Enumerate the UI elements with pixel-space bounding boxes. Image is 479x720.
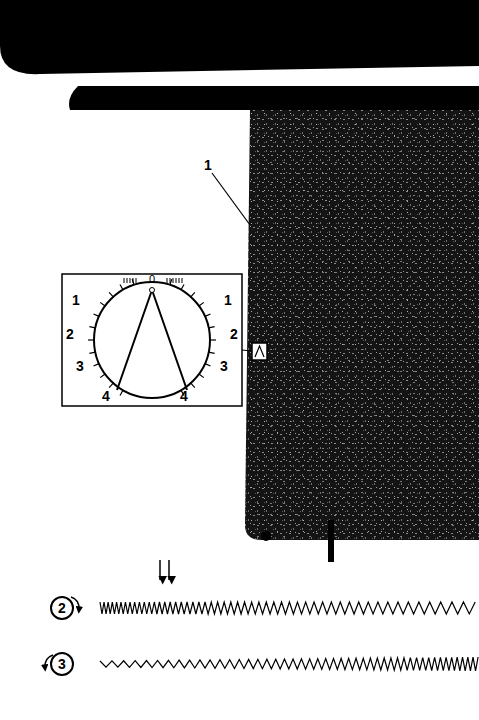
step-number: 2 (58, 601, 66, 615)
dial-number: 1 (72, 293, 80, 307)
circled-number: 3 (50, 652, 74, 676)
step-number: 3 (58, 657, 66, 671)
dial-number: 4 (180, 389, 188, 403)
subheader-bar (69, 86, 479, 110)
dial-inset (62, 274, 242, 406)
leader-line (212, 173, 250, 225)
circled-number: 2 (50, 596, 74, 620)
down-arrows (160, 560, 169, 580)
dial-number: 1 (224, 293, 232, 307)
stitch-pattern (100, 602, 475, 614)
dial-number: 3 (220, 359, 228, 373)
dial-number: 3 (76, 359, 84, 373)
header-bar (0, 0, 479, 74)
dial-number: 4 (102, 389, 110, 403)
dial-number: 2 (230, 327, 238, 341)
callout-number: 1 (204, 158, 212, 172)
dial-number: 2 (66, 327, 74, 341)
leader-line (242, 350, 252, 351)
machine-body (245, 110, 479, 562)
dial-mark: 0 (149, 274, 155, 285)
stitch-pattern (100, 657, 478, 671)
